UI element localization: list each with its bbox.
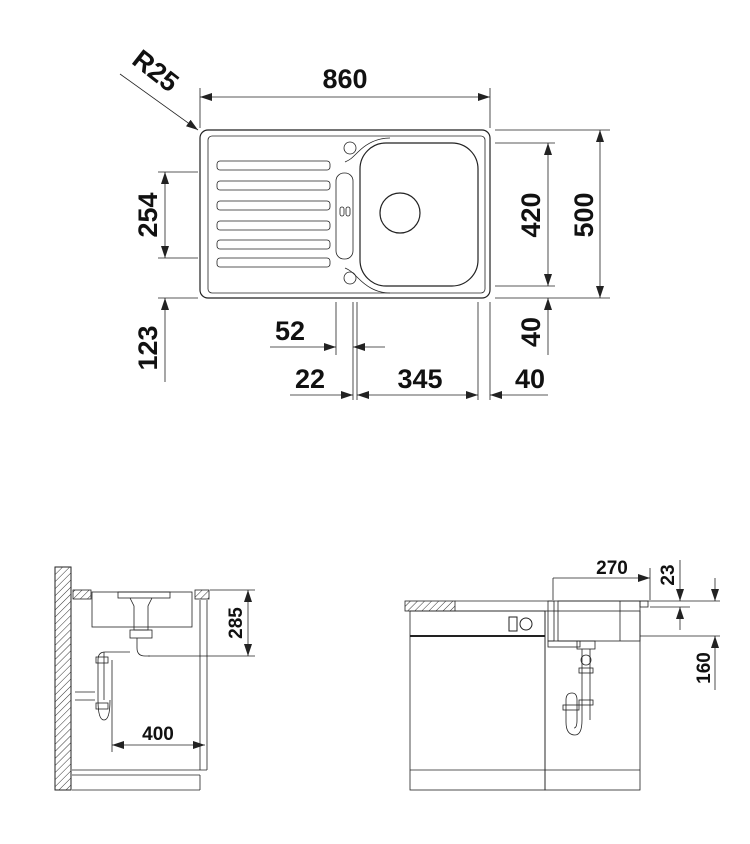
bowl-rim-bottom [344,267,391,294]
dim-left-gap: 22 [295,364,325,394]
dim-depth: 500 [569,192,599,237]
dim-front-bowl-width: 270 [596,558,628,579]
dishwasher-square-icon [508,616,518,632]
dim-right-gap: 40 [515,364,545,394]
sink-outline [199,129,491,299]
dim-drainer-offset: 254 [133,192,163,237]
dim-overflow-width: 52 [275,316,305,346]
countertop [404,600,456,612]
dim-bottom-offset: 123 [133,325,163,370]
top-view: 860 R25 254 123 420 500 40 52 22 345 40 [119,44,610,400]
dim-bowl-depth: 420 [516,192,546,237]
dim-depth-below: 285 [226,607,247,639]
countertop-right [194,589,210,600]
wall [54,566,72,791]
dim-wall-distance: 400 [142,724,174,745]
sink-inner-rim [207,135,486,294]
dim-cabinet-offset: 160 [694,652,715,684]
bowl-rim-top [344,137,391,163]
dishwasher-circle-icon [519,617,533,631]
side-view: 285 400 [54,566,255,791]
overflow-slot [335,172,354,260]
dim-rim-height: 23 [658,564,679,585]
dim-width: 860 [322,64,367,94]
dim-radius: R25 [127,44,185,98]
front-view: 270 23 160 [404,558,720,791]
tap-hole-top [343,141,357,155]
tap-hole-bottom [343,271,357,285]
dim-bottom-gap: 40 [516,317,546,347]
drain-hole [379,192,421,234]
overflow-icon [339,206,351,217]
dim-bowl-width: 345 [397,364,442,394]
bowl [359,142,479,287]
drainer-grooves [216,160,331,268]
countertop-left [72,589,92,600]
